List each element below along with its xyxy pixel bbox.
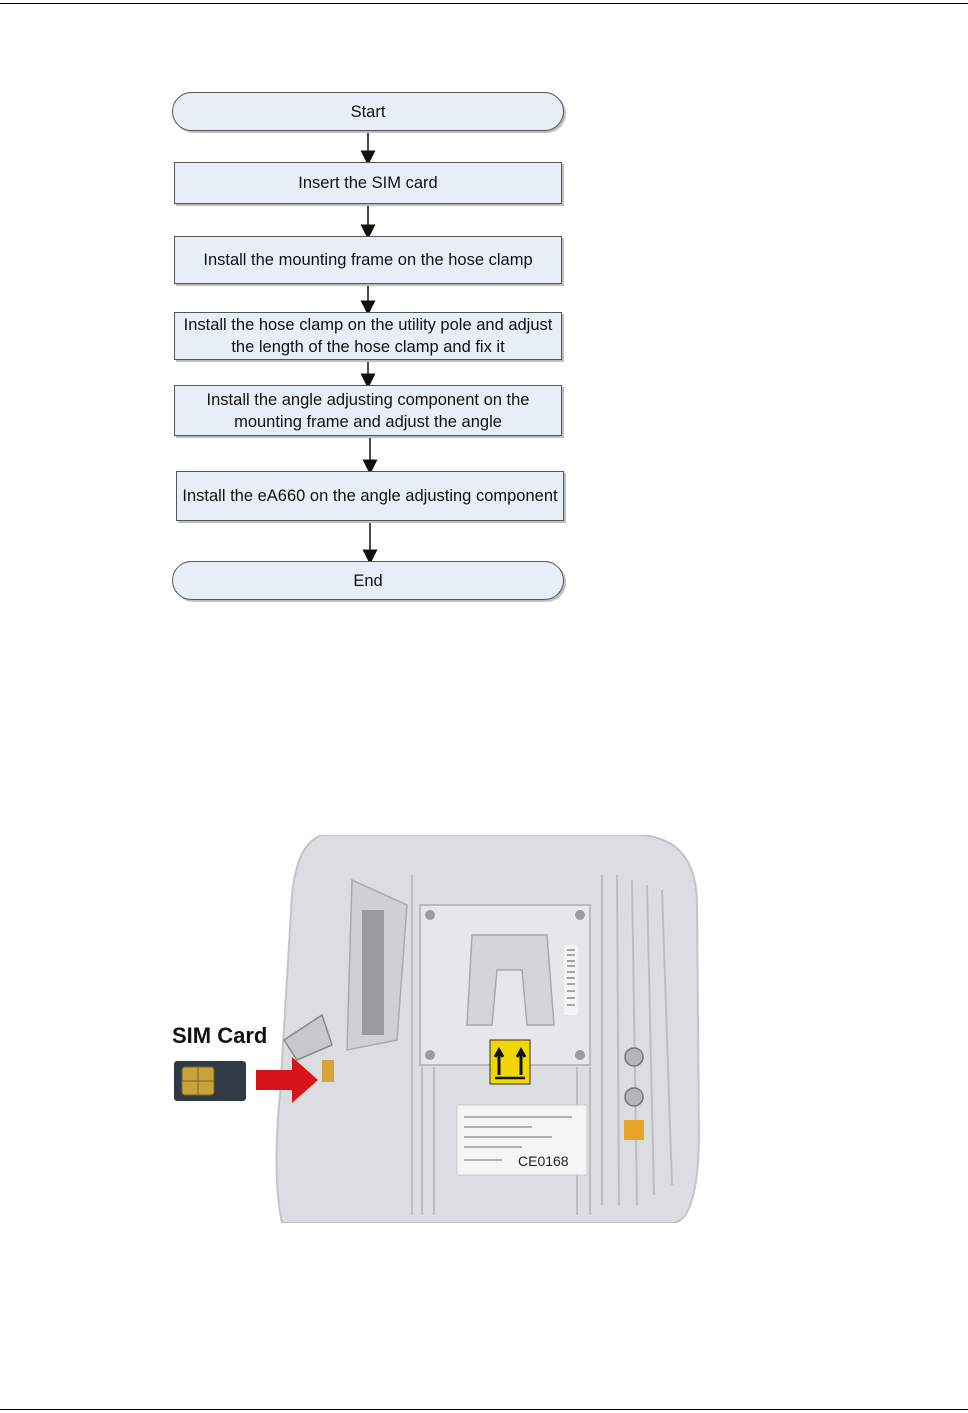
flow-node-label: Start — [350, 102, 386, 121]
heat-fins — [411, 874, 673, 1215]
barcode-sticker — [564, 945, 578, 1015]
ce-mark-text: CE0168 — [518, 1153, 569, 1169]
flow-node-step4: Install the angle adjusting component on… — [174, 385, 562, 436]
installation-flowchart: Start Insert the SIM card Install the mo… — [0, 0, 968, 620]
flow-node-start: Start — [172, 92, 564, 131]
flow-node-label: Install the eA660 on the angle adjusting… — [182, 487, 558, 505]
product-label: CE0168 — [456, 1104, 588, 1176]
sim-slot-cover — [282, 1013, 333, 1061]
flow-node-step5: Install the eA660 on the angle adjusting… — [176, 471, 564, 521]
sim-card-label: SIM Card — [172, 1023, 267, 1048]
mounting-slot — [466, 934, 555, 1026]
flowchart-connectors — [360, 131, 378, 565]
device-illustration: CE0168 SIM Card — [172, 834, 701, 1224]
flow-node-label: Install the hose clamp on the utility po… — [183, 316, 553, 356]
flow-node-label: Install the angle adjusting component on… — [206, 390, 530, 431]
footer-rule — [0, 1409, 968, 1410]
sim-card-installation-photo: CE0168 SIM Card — [172, 834, 702, 1224]
flow-node-label: Install the mounting frame on the hose c… — [203, 251, 533, 269]
ground-screws — [624, 1047, 644, 1140]
insert-arrow-icon — [256, 1057, 318, 1103]
mounting-plate — [419, 904, 591, 1066]
sim-card — [174, 1061, 246, 1101]
flow-node-step2: Install the mounting frame on the hose c… — [174, 236, 562, 284]
header-rule — [0, 3, 968, 4]
sim-slot — [322, 1060, 334, 1082]
flow-node-step3: Install the hose clamp on the utility po… — [174, 312, 562, 360]
flow-node-label: Insert the SIM card — [298, 174, 438, 192]
channel-recess — [362, 910, 384, 1035]
flow-node-label: End — [353, 571, 383, 590]
flow-node-end: End — [172, 561, 564, 600]
flow-node-step1: Insert the SIM card — [174, 162, 562, 204]
this-way-up-label — [489, 1039, 531, 1085]
